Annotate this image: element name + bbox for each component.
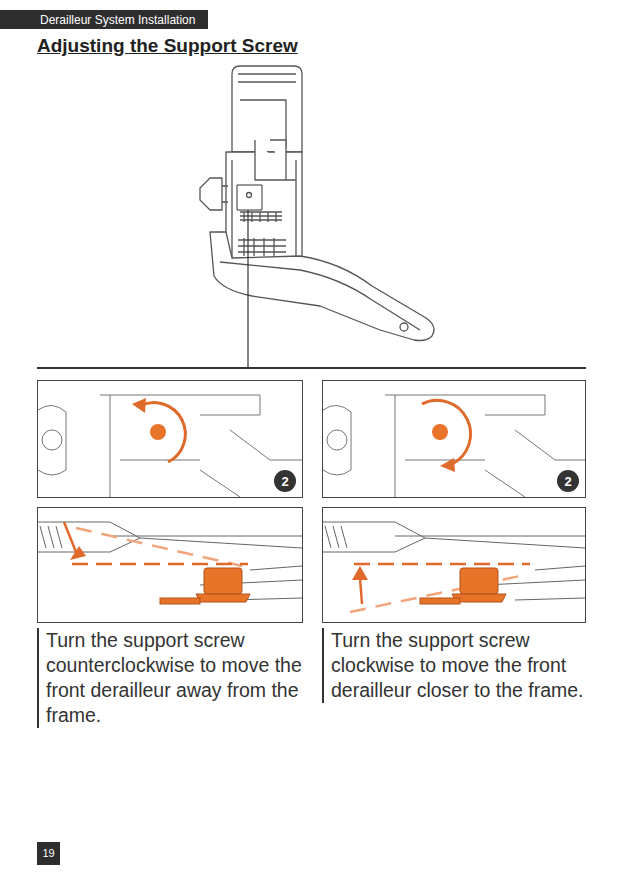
support-block <box>460 568 498 594</box>
support-block <box>204 568 242 594</box>
front-derailleur <box>247 193 252 198</box>
detail-panels <box>38 381 586 623</box>
callout-number-text: 2 <box>564 475 571 488</box>
leader-line <box>247 210 248 368</box>
support-block <box>420 598 460 604</box>
support-block <box>160 598 200 604</box>
front-derailleur <box>400 323 408 331</box>
callout-number: 2 <box>274 470 296 492</box>
front-derailleur <box>232 66 302 152</box>
screw-detail-right <box>323 395 585 497</box>
front-derailleur <box>237 185 262 210</box>
page-number-text: 19 <box>42 848 54 859</box>
dashed-guide <box>354 563 530 566</box>
chainring-detail-right <box>323 522 585 600</box>
divider-line <box>37 367 586 369</box>
arrow-head <box>440 458 455 472</box>
support-screw <box>150 424 166 440</box>
callout-number: 2 <box>557 470 579 492</box>
dashed-guide <box>76 528 242 566</box>
front-derailleur <box>240 212 282 222</box>
screw-detail-left <box>38 395 302 497</box>
movement-arrow <box>360 578 362 604</box>
front-derailleur <box>238 238 286 256</box>
callout-circle <box>557 470 579 492</box>
detail-panels <box>323 381 586 498</box>
detail-panels <box>38 508 303 623</box>
front-derailleur <box>220 262 420 330</box>
support-block <box>160 568 250 604</box>
arrow-head <box>70 546 86 560</box>
chainring-detail-right <box>325 526 347 548</box>
screw-detail-right <box>327 430 347 450</box>
support-block <box>420 568 506 604</box>
screw-detail-left <box>42 430 62 450</box>
screw-detail-right <box>323 405 351 475</box>
detail-panels <box>38 381 303 498</box>
support-block <box>196 594 250 602</box>
section-tab-text: Derailleur System Installation <box>40 14 195 26</box>
page-number: 19 <box>37 842 60 865</box>
chainring-detail-left <box>38 522 302 600</box>
screw-detail-left <box>100 395 302 497</box>
front-derailleur <box>210 232 434 341</box>
arrow-head <box>352 566 368 580</box>
detail-panels <box>323 508 586 623</box>
chainring-detail-right <box>395 536 585 548</box>
support-screw <box>432 424 448 440</box>
front-derailleur <box>255 140 296 180</box>
callout-circle <box>274 470 296 492</box>
rotation-arrow <box>140 403 185 462</box>
front-derailleur <box>238 74 296 82</box>
front-derailleur <box>200 66 434 341</box>
screw-detail-left <box>38 405 66 475</box>
movement-arrow <box>64 522 76 552</box>
callout-number-text: 2 <box>281 475 288 488</box>
front-derailleur <box>222 186 228 202</box>
screw-detail-right <box>385 395 585 497</box>
arrow-head <box>132 398 146 413</box>
dashed-guide <box>72 563 248 566</box>
instruction-text: Turn the support screw clockwise to move… <box>322 628 586 703</box>
rotation-arrow <box>422 400 471 464</box>
section-tab: Derailleur System Installation <box>0 10 208 29</box>
chainring-detail-right <box>323 522 425 552</box>
page-title: Adjusting the Support Screw <box>37 35 298 57</box>
instruction-text: Turn the support screw counterclockwise … <box>37 628 305 728</box>
chainring-detail-left <box>38 522 140 552</box>
chainring-detail-left <box>40 526 62 548</box>
front-derailleur <box>200 178 222 210</box>
